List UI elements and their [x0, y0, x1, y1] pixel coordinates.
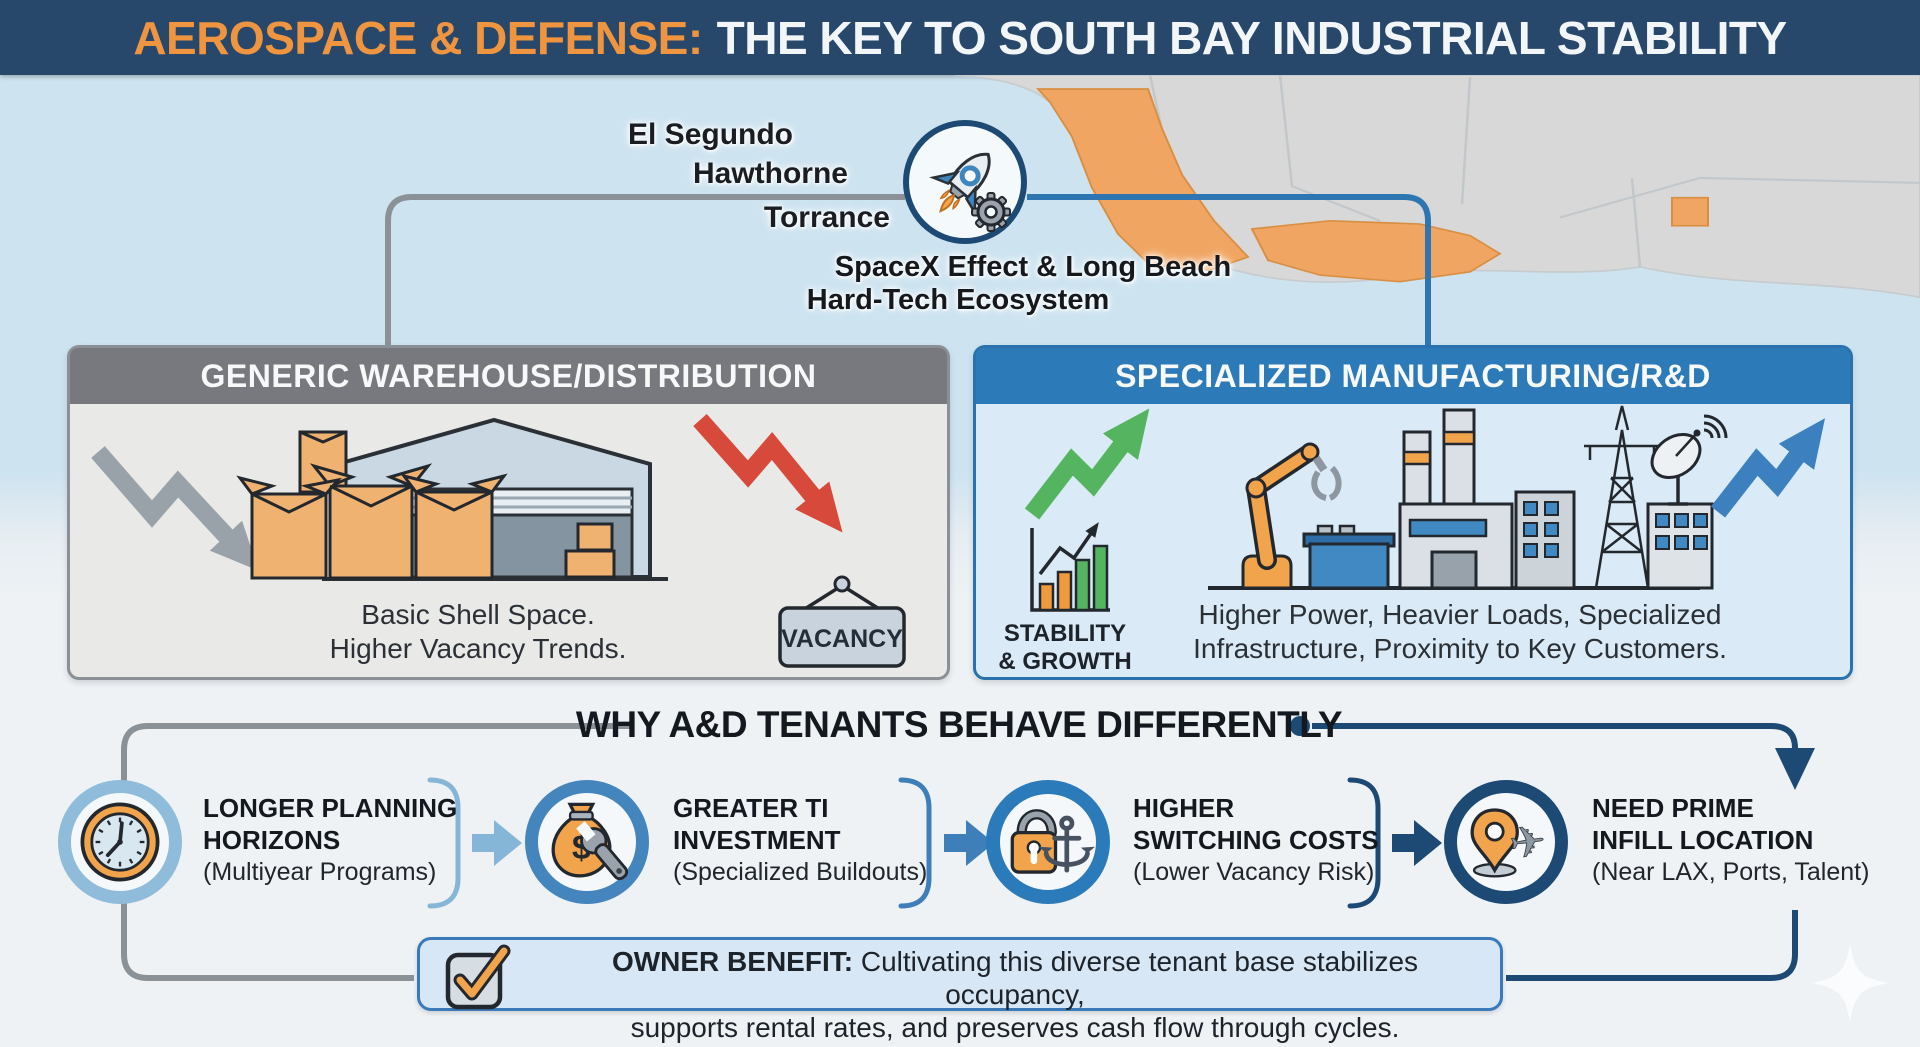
why-section-title: WHY A&D TENANTS BEHAVE DIFFERENTLY	[575, 704, 1343, 745]
stability-chart-icon	[1030, 522, 1110, 612]
blue-growth-arrow-icon	[1710, 418, 1826, 518]
specialized-caption-line1: Higher Power, Heavier Loads, Specialized	[1198, 599, 1722, 630]
map-caption-line1: SpaceX Effect & Long Beach	[834, 251, 1232, 283]
page-title: AEROSPACE & DEFENSE:THE KEY TO SOUTH BAY…	[133, 11, 1788, 65]
specialized-panel-caption: Higher Power, Heavier Loads, Specialized…	[1160, 598, 1760, 666]
generic-panel-caption: Basic Shell Space. Higher Vacancy Trends…	[278, 598, 678, 666]
specialized-panel-illustration	[1024, 405, 1826, 612]
specialized-caption-line2: Infrastructure, Proximity to Key Custome…	[1193, 633, 1727, 664]
location-plane-icon: ✈	[1444, 780, 1568, 904]
owner-benefit-label: OWNER BENEFIT:	[611, 946, 854, 977]
owner-benefit-line2: supports rental rates, and preserves cas…	[630, 1012, 1400, 1043]
generic-caption-line2: Higher Vacancy Trends.	[329, 633, 627, 664]
long-beach-highlight	[1250, 219, 1502, 283]
money-bag-wrench-icon: $	[525, 780, 649, 904]
warehouse-illustration	[236, 417, 668, 581]
map-to-right-panel-line	[1027, 194, 1431, 345]
map-borders	[1148, 75, 1920, 267]
highlight-square	[1671, 196, 1709, 227]
sparkle-icon	[1811, 944, 1889, 1022]
red-decline-arrow-icon	[693, 414, 843, 533]
owner-benefit-box	[417, 937, 1503, 1011]
map-caption-line2: Hard-Tech Ecosystem	[806, 284, 1110, 316]
why-right-connector-arrow	[1312, 723, 1815, 790]
flow-arrow-3-icon	[1392, 820, 1442, 866]
map-label-torrance: Torrance	[763, 201, 890, 234]
gear-icon	[971, 192, 1011, 232]
item-1-text: LONGER PLANNING HORIZONS (Multiyear Prog…	[203, 793, 458, 886]
item-4-text: NEED PRIME INFILL LOCATION (Near LAX, Po…	[1592, 793, 1870, 886]
factory-illustration	[1208, 405, 1728, 590]
why-right-connector-bottom	[1506, 910, 1798, 981]
flow-arrow-1-icon	[472, 820, 522, 866]
specialized-panel-header: SPECIALIZED MANUFACTURING/R&D	[976, 348, 1850, 404]
gray-decline-arrow-icon	[91, 446, 259, 571]
bracket-3	[1347, 777, 1381, 909]
owner-benefit-text: OWNER BENEFIT: Cultivating this diverse …	[540, 945, 1490, 1044]
satellite-dish-icon	[1650, 414, 1728, 506]
item-2-text: GREATER TI INVESTMENT (Specialized Build…	[673, 793, 928, 886]
bracket-1	[427, 777, 461, 909]
page-title-rest: THE KEY TO SOUTH BAY INDUSTRIAL STABILIT…	[716, 11, 1788, 64]
stability-growth-label: STABILITY & GROWTH	[998, 620, 1132, 675]
map-to-left-panel-line	[385, 194, 905, 345]
south-bay-highlight	[1036, 88, 1250, 272]
vacancy-sign-label: VACANCY	[781, 625, 903, 653]
map-label-hawthorne: Hawthorne	[692, 157, 848, 190]
rocket-gear-icon	[903, 120, 1027, 244]
flow-arrow-2-icon	[944, 820, 994, 866]
robot-arm-icon	[1241, 442, 1342, 590]
generic-panel-title: GENERIC WAREHOUSE/DISTRIBUTION	[200, 357, 817, 394]
green-growth-arrow-icon	[1024, 408, 1150, 520]
south-bay-map-illustration	[954, 75, 1920, 299]
bracket-2	[898, 777, 932, 909]
clock-icon	[58, 780, 182, 904]
owner-benefit-line1: OWNER BENEFIT: Cultivating this diverse …	[611, 946, 1419, 1010]
page-title-highlight: AEROSPACE & DEFENSE:	[133, 11, 703, 64]
why-title-dot	[1290, 716, 1310, 736]
svg-text:✈: ✈	[1506, 816, 1549, 871]
checkmark-icon	[445, 944, 511, 1010]
specialized-panel-title: SPECIALIZED MANUFACTURING/R&D	[1115, 357, 1711, 394]
generic-caption-line1: Basic Shell Space.	[361, 599, 595, 630]
vacancy-sign: VACANCY	[778, 575, 906, 668]
lock-anchor-icon	[986, 780, 1110, 904]
map-label-el-segundo: El Segundo	[628, 118, 793, 151]
generic-panel-illustration: VACANCY	[91, 414, 906, 668]
item-3-text: HIGHER SWITCHING COSTS (Lower Vacancy Ri…	[1133, 793, 1379, 886]
generic-panel-header: GENERIC WAREHOUSE/DISTRIBUTION	[70, 348, 947, 404]
header-bar: AEROSPACE & DEFENSE:THE KEY TO SOUTH BAY…	[0, 0, 1920, 75]
